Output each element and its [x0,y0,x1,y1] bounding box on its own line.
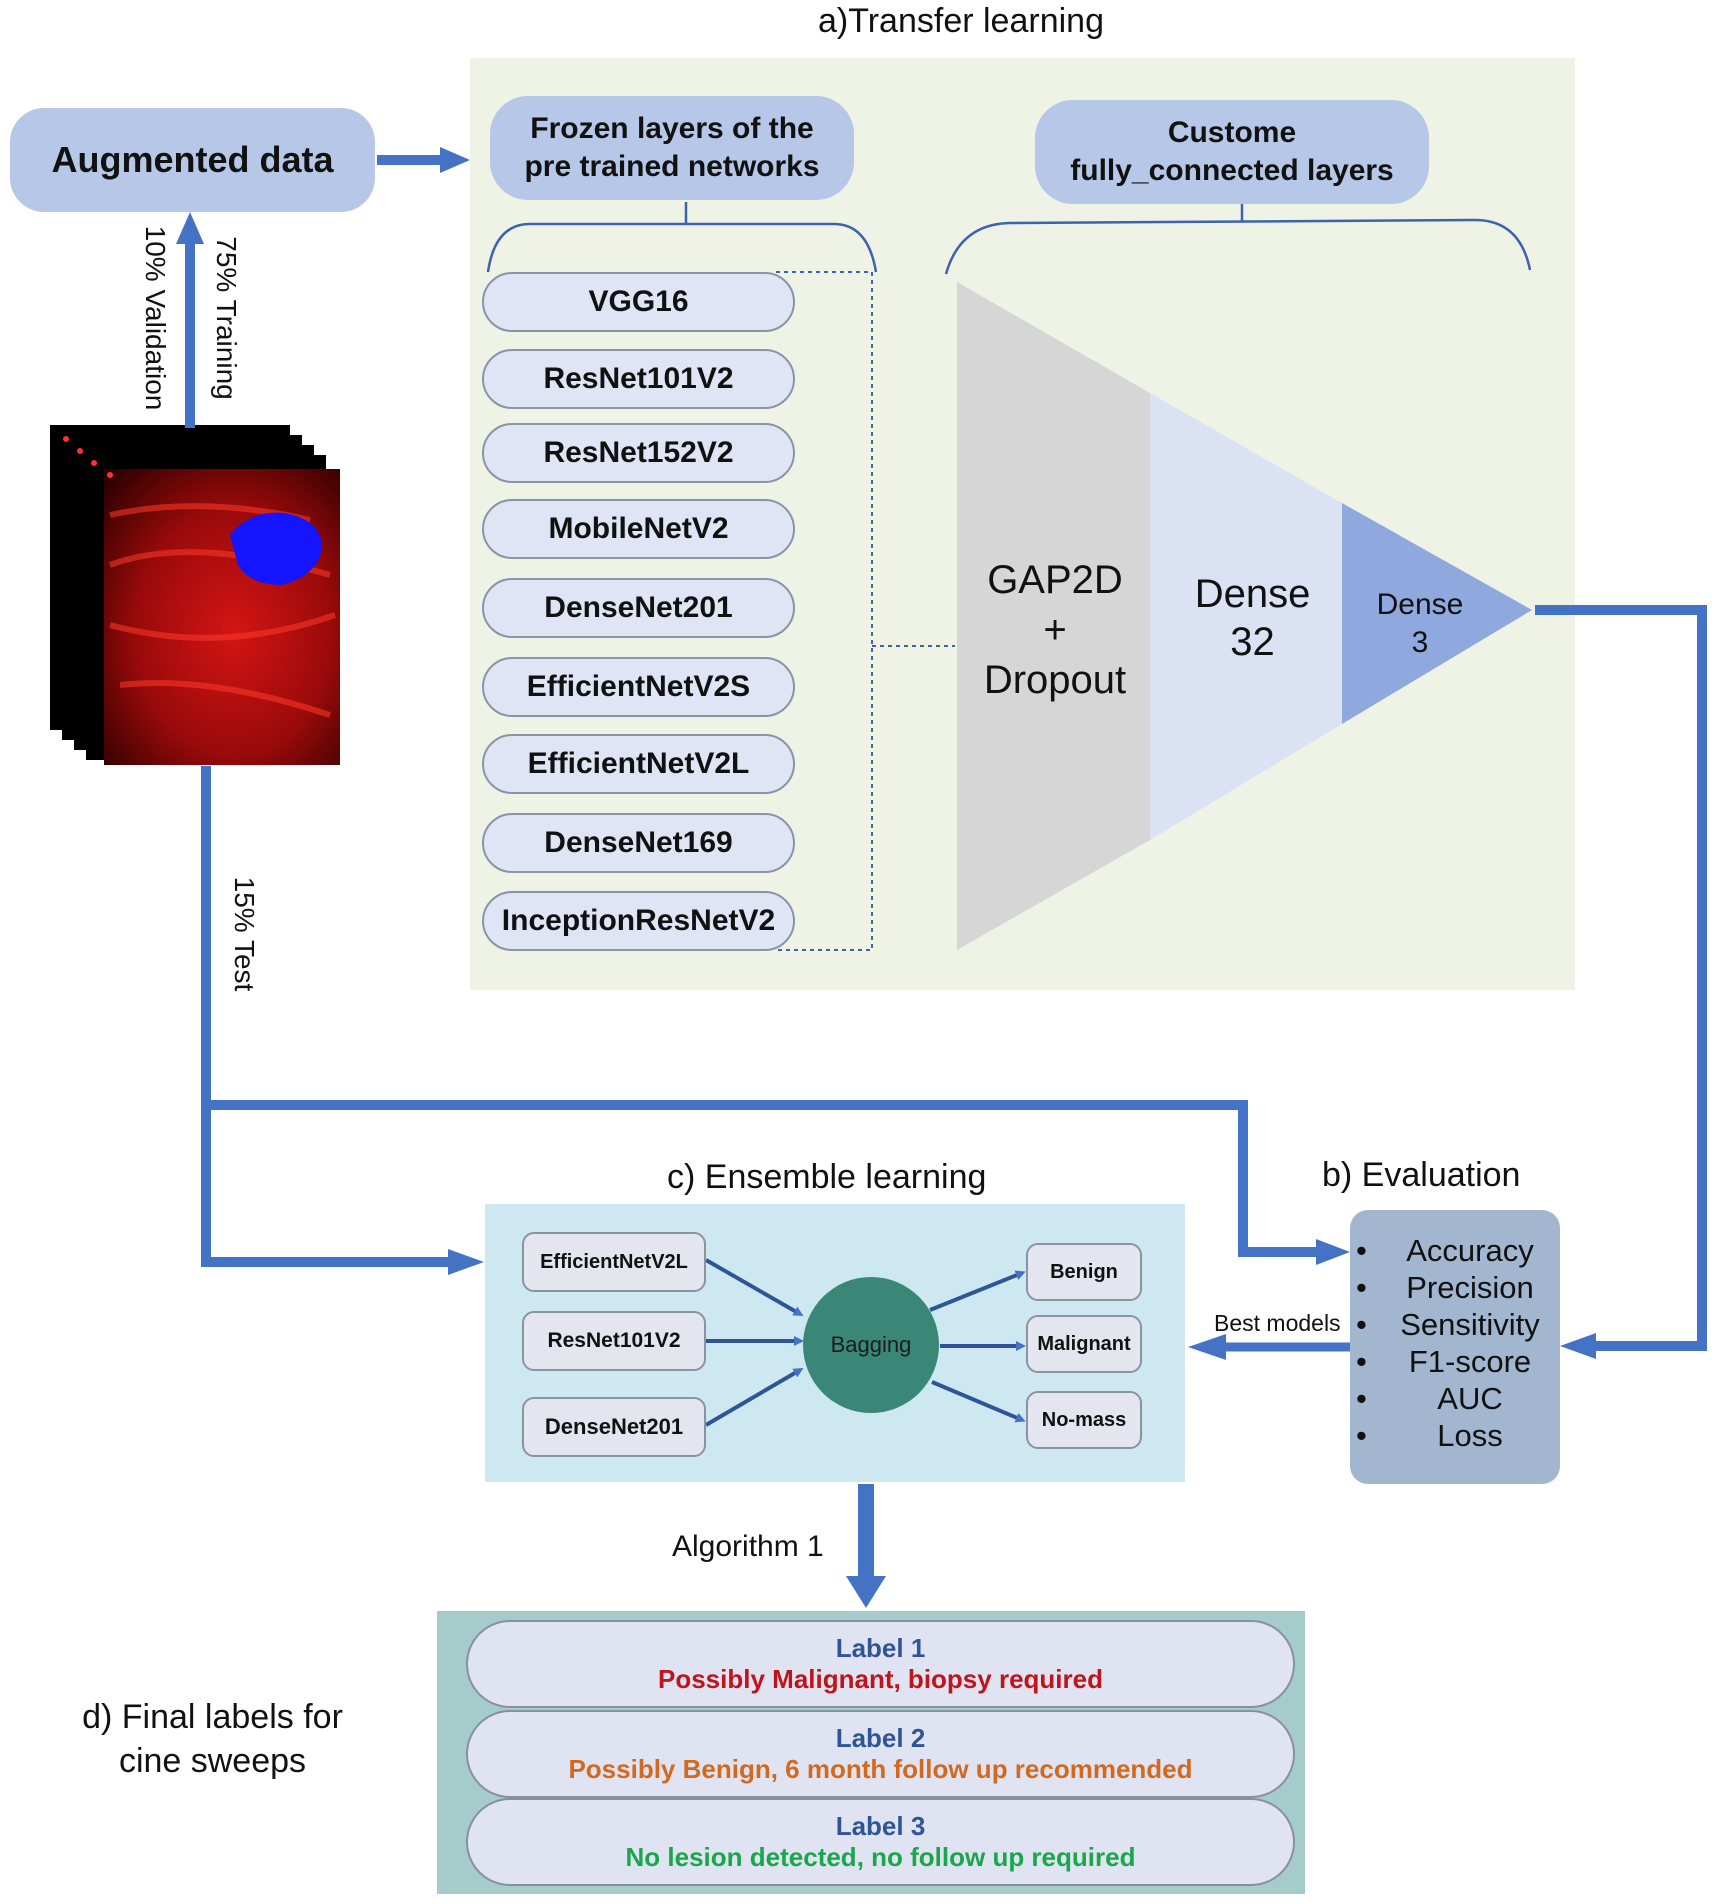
metric-item: •AUC [1356,1381,1503,1416]
output-benign: Benign [1026,1243,1142,1301]
label-1-title: Label 1 [835,1633,926,1663]
custom-fc-header: Custome fully_connected layers [1035,100,1429,204]
dense3-text: Dense 3 [1376,588,1464,659]
dotted-connector [776,271,955,951]
network-densenet169: DenseNet169 [482,813,795,873]
network-resnet152v2: ResNet152V2 [482,423,795,483]
dense32-text: Dense 32 [1194,572,1311,664]
ultrasound-image-stack [50,425,340,765]
best-models-label: Best models [1214,1310,1341,1336]
metric-item: •Precision [1356,1270,1534,1305]
arrow-test-to-ensemble [201,1100,450,1267]
label-3-text: No lesion detected, no follow up require… [625,1842,1136,1872]
metric-item: •Loss [1356,1418,1503,1453]
bagging-circle [803,1277,939,1413]
label-3-title: Label 3 [835,1811,926,1841]
gap-dropout-layer [957,282,1150,950]
ensemble-model-densenet201: DenseNet201 [522,1397,706,1457]
arrow-test-path [201,766,1320,1257]
ensemble-model-resnet101v2: ResNet101V2 [522,1311,706,1371]
network-efficientnetv2l: EfficientNetV2L [482,734,795,794]
metrics-list: •Accuracy •Precision •Sensitivity •F1-sc… [1356,1232,1556,1454]
dense32-layer [1150,393,1342,840]
gap-dropout-text: GAP2D + Dropout [983,558,1127,702]
output-no-mass: No-mass [1026,1391,1142,1449]
network-vgg16: VGG16 [482,272,795,332]
augmented-data-box: Augmented data [10,108,375,212]
evaluation-title: b) Evaluation [1322,1156,1521,1194]
arrow-dense-to-evaluation [1535,605,1707,1351]
label-2-title: Label 2 [835,1723,926,1753]
metric-item: •F1-score [1356,1344,1532,1379]
dense3-layer [1342,503,1532,724]
network-densenet201: DenseNet201 [482,578,795,638]
ensemble-title: c) Ensemble learning [667,1158,987,1196]
metric-item: •Accuracy [1356,1233,1534,1268]
network-inceptionresnetv2: InceptionResNetV2 [482,891,795,951]
label-1-text: Possibly Malignant, biopsy required [658,1664,1103,1694]
network-mobilenetv2: MobileNetV2 [482,499,795,559]
frozen-brace [486,202,878,273]
label-2-pill: Label 2 Possibly Benign, 6 month follow … [466,1710,1295,1798]
network-efficientnetv2s: EfficientNetV2S [482,657,795,717]
ensemble-model-efficientnetv2l: EfficientNetV2L [522,1232,706,1292]
algorithm-label: Algorithm 1 [672,1530,824,1563]
evaluation-box [1350,1210,1560,1484]
custom-brace [944,204,1532,275]
final-labels-title: d) Final labels for cine sweeps [82,1698,343,1780]
label-1-pill: Label 1 Possibly Malignant, biopsy requi… [466,1620,1295,1708]
metric-item: •Sensitivity [1356,1307,1540,1342]
output-malignant: Malignant [1026,1315,1142,1373]
label-2-text: Possibly Benign, 6 month follow up recom… [568,1754,1193,1784]
transfer-title: a)Transfer learning [818,2,1104,40]
network-resnet101v2: ResNet101V2 [482,349,795,409]
label-3-pill: Label 3 No lesion detected, no follow up… [466,1798,1295,1886]
bagging-label: Bagging [830,1332,912,1357]
frozen-layers-header: Frozen layers of the pre trained network… [490,96,854,200]
